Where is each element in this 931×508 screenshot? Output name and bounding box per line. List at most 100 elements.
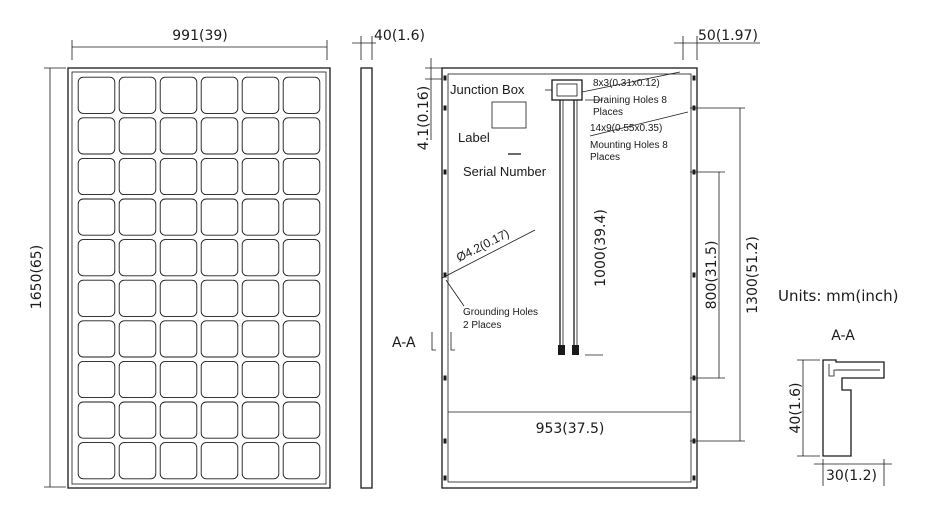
frame-holes (443, 75, 696, 481)
grounding-leader (445, 279, 465, 307)
side-thickness-dim: 40(1.6) (374, 28, 425, 44)
solar-cell (282, 198, 321, 236)
solar-cell (77, 117, 116, 155)
back-right-offset-dim: 50(1.97) (698, 28, 758, 44)
grounding-holes-line1: Grounding Holes (463, 307, 538, 318)
solar-cell (118, 198, 157, 236)
front-view: 991(39) 1650(65) (29, 28, 331, 489)
solar-cell (77, 401, 116, 439)
draining-holes-line1: Draining Holes 8 (593, 95, 667, 106)
solar-cell (200, 279, 239, 317)
solar-cell (200, 401, 239, 439)
solar-cell (77, 442, 116, 480)
solar-cell (200, 442, 239, 480)
frame-hole (692, 375, 696, 381)
back-frame-inner (447, 73, 692, 483)
side-view: 40(1.6) (352, 28, 425, 489)
solar-cell (241, 442, 280, 480)
solar-cell (159, 76, 198, 114)
solar-cell (282, 157, 321, 196)
draining-holes-line2: Places (593, 107, 623, 118)
connector-left (558, 345, 565, 355)
solar-cell (77, 198, 116, 236)
solar-cell (241, 76, 280, 114)
connector-right (572, 345, 579, 355)
solar-cell (241, 198, 280, 236)
solar-cell (200, 320, 239, 358)
frame-hole (692, 475, 696, 481)
solar-cell (77, 76, 116, 114)
frame-hole (692, 438, 696, 444)
solar-cell (77, 279, 116, 317)
grounding-holes-line2: 2 Places (463, 320, 501, 331)
frame-hole (443, 438, 447, 444)
cable-length-dim: 1000(39.4) (593, 209, 609, 287)
solar-cell (77, 320, 116, 358)
solar-cell (200, 360, 239, 399)
section-width-dim: 30(1.2) (826, 468, 877, 484)
solar-cell (118, 239, 157, 277)
mounting-holes-line1: Mounting Holes 8 (590, 140, 668, 151)
draining-holes-size: 8x3(0.31x0.12) (593, 78, 660, 89)
solar-cell (118, 157, 157, 196)
solar-cell (241, 117, 280, 155)
frame-hole (443, 105, 447, 111)
hole-dia-leader (441, 229, 536, 279)
back-top-offset-dim: 4.1(0.16) (416, 86, 432, 150)
junction-box-label: Junction Box (450, 82, 525, 97)
section-height-dim: 40(1.6) (788, 382, 804, 433)
mounting-holes-line2: Places (590, 152, 620, 163)
hole-diameter-dim: Ø4.2(0.17) (454, 226, 511, 265)
solar-cell (241, 239, 280, 277)
solar-cell (241, 157, 280, 196)
solar-cell (200, 198, 239, 236)
solar-cell (118, 360, 157, 399)
mounting-leader (589, 111, 689, 137)
solar-cell (282, 239, 321, 277)
mount-spacing-outer-dim: 1300(51.2) (745, 236, 761, 314)
solar-cell (159, 360, 198, 399)
solar-cell (118, 401, 157, 439)
inner-width-dim: 953(37.5) (536, 421, 605, 437)
solar-cell (282, 76, 321, 114)
frame-hole (692, 105, 696, 111)
serial-number-text: Serial Number (463, 164, 547, 179)
solar-cell (159, 157, 198, 196)
solar-cell (159, 279, 198, 317)
solar-cell (118, 442, 157, 480)
solar-cell (241, 401, 280, 439)
label-box (491, 101, 527, 129)
solar-cell (159, 442, 198, 480)
label-text: Label (458, 130, 490, 145)
solar-cell (282, 442, 321, 480)
solar-cell (241, 320, 280, 358)
solar-cell-grid (77, 76, 321, 480)
junction-box (551, 79, 583, 101)
frame-hole (692, 272, 696, 278)
solar-cell (118, 279, 157, 317)
front-frame-outer (67, 67, 331, 489)
mount-spacing-inner-dim: 800(31.5) (704, 241, 720, 310)
solar-cell (118, 76, 157, 114)
frame-hole (692, 169, 696, 175)
solar-cell (200, 117, 239, 155)
section-marker-right (450, 332, 455, 351)
front-height-dim: 1650(65) (29, 245, 45, 309)
frame-section-profile (822, 359, 885, 457)
section-marker-left (431, 332, 436, 351)
frame-hole (443, 169, 447, 175)
solar-cell (282, 117, 321, 155)
solar-cell (241, 360, 280, 399)
solar-cell (200, 157, 239, 196)
units-text: Units: mm(inch) (778, 287, 899, 305)
back-view: 50(1.97) 4.1(0.16) Junction Box 1000(39.… (392, 28, 761, 489)
solar-cell (77, 239, 116, 277)
solar-cell (282, 360, 321, 399)
junction-box-inner (556, 83, 578, 97)
solar-cell (282, 279, 321, 317)
solar-cell (159, 117, 198, 155)
section-title: A-A (831, 328, 855, 344)
mounting-holes-size: 14x9(0.55x0.35) (590, 123, 662, 134)
frame-hole (443, 375, 447, 381)
solar-cell (118, 117, 157, 155)
